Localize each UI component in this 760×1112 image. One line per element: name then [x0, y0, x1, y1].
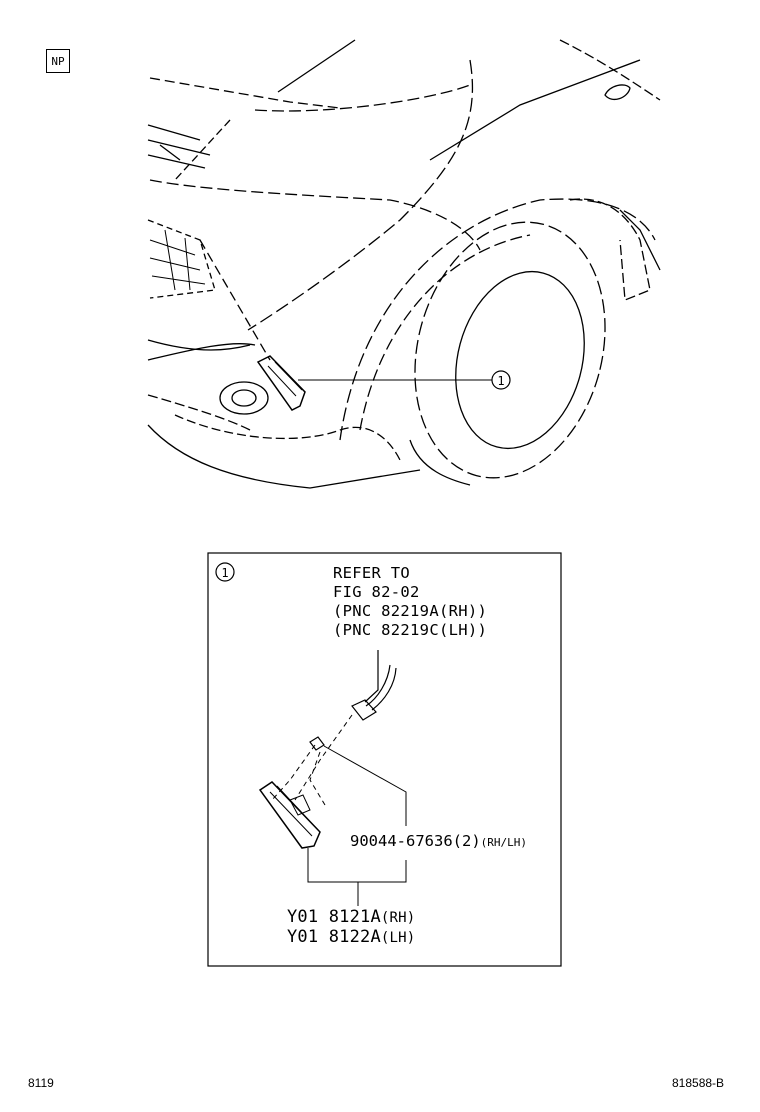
- clip-part-label: 90044-67636(2)(RH/LH): [350, 832, 527, 850]
- grille-side-line: [174, 119, 231, 181]
- lamp-bracket-line: [307, 848, 407, 883]
- lower-grille-outline: [147, 219, 216, 299]
- tire-bottom-line: [409, 439, 471, 486]
- detail-callout-circle: [215, 562, 235, 582]
- fender-edge-line: [619, 209, 661, 271]
- lamp-assembly: [258, 781, 321, 849]
- detail-box: [207, 552, 562, 967]
- callout-number: 1: [497, 374, 504, 388]
- hood-crease-line: [254, 84, 471, 112]
- clip-shape: [309, 736, 325, 751]
- lamp-part-rh-side: (RH): [380, 910, 416, 926]
- bumper-corner-line: [199, 239, 271, 361]
- lamp-part-rh-code[interactable]: Y01 8121A: [287, 907, 381, 927]
- note-line-3: (PNC 82219A(RH)): [333, 602, 488, 620]
- clip-leader-line: [323, 745, 407, 826]
- note-line-1: REFER TO: [333, 564, 411, 582]
- bumper-lower-line-3: [147, 394, 251, 431]
- lamp-on-car: [256, 355, 306, 411]
- lamp-assembly-ribs: [269, 785, 319, 837]
- fog-lamp-outer: [219, 381, 269, 415]
- wire-harness-2: [371, 667, 397, 711]
- tire-rim: [455, 270, 585, 450]
- footer-illustration-id: 818588-B: [672, 1076, 725, 1090]
- np-badge: NP: [46, 49, 70, 73]
- lamp-part-rh: Y01 8121A(RH): [287, 907, 415, 927]
- note-line-2: FIG 82-02: [333, 583, 420, 601]
- bumper-lip-line: [174, 414, 401, 461]
- assembly-line-3: [309, 751, 326, 806]
- hood-side-line: [247, 59, 474, 331]
- clip-part-number[interactable]: 90044-67636: [350, 832, 453, 850]
- clip-part-qty: (2): [452, 832, 481, 850]
- lamp-part-lh-side: (LH): [380, 930, 416, 946]
- tire-outer: [414, 221, 606, 479]
- detail-callout-number: 1: [221, 566, 228, 580]
- fog-lamp-inner: [231, 389, 257, 407]
- bumper-lower-line-1: [147, 339, 251, 351]
- lamp-part-lh-code[interactable]: Y01 8122A: [287, 927, 381, 947]
- windshield-line: [277, 39, 356, 93]
- bumper-top-line: [149, 179, 481, 251]
- wheel-arch-outer: [339, 198, 656, 441]
- clip-part-side: (RH/LH): [480, 836, 528, 849]
- wire-harness-1: [364, 650, 379, 703]
- callout-circle: [491, 370, 511, 390]
- fender-top-line: [429, 59, 641, 161]
- lower-grille-mesh: [149, 229, 206, 291]
- footer-figure-number: 8119: [28, 1076, 54, 1090]
- note-line-4: (PNC 82219C(LH)): [333, 621, 488, 639]
- bumper-bottom-line: [147, 424, 421, 489]
- assembly-line-1: [294, 714, 353, 801]
- assembly-line-2: [271, 744, 316, 801]
- fender-curve-line: [559, 39, 661, 101]
- wheel-arch-inner: [359, 234, 531, 431]
- lamp-part-lh: Y01 8122A(LH): [287, 927, 415, 947]
- grille-upper-lines: [147, 124, 211, 169]
- hood-edge-line: [149, 77, 341, 109]
- side-marker-shape: [604, 84, 631, 101]
- bumper-lower-line-2: [147, 343, 256, 361]
- lamp-mount-tab: [289, 794, 311, 816]
- lamp-on-car-ribs: [267, 361, 303, 397]
- connector-shape: [351, 699, 377, 721]
- fender-rear-line: [569, 198, 651, 301]
